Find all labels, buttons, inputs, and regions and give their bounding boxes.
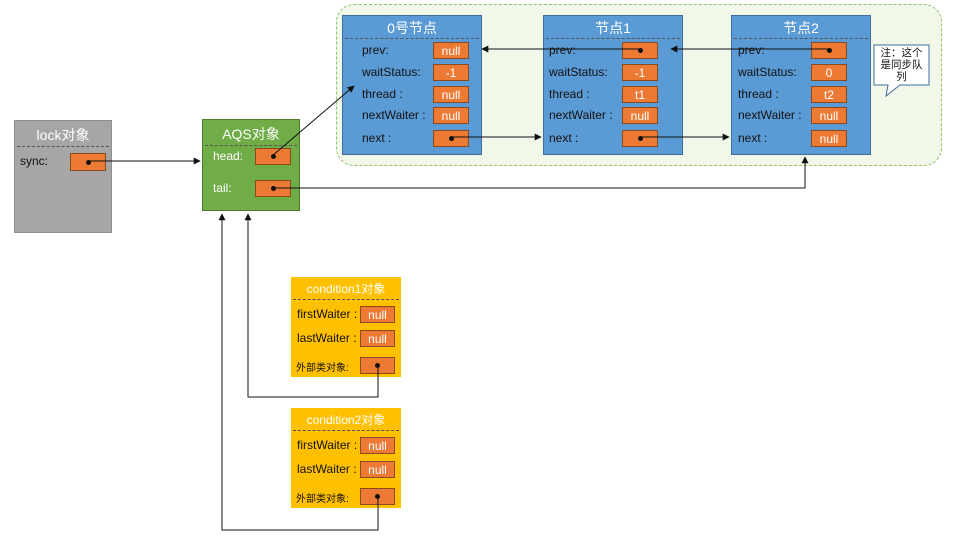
condition-2-outer-slot <box>360 488 395 505</box>
pointer-dot <box>375 363 380 368</box>
node-0-waitstatus-slot: -1 <box>433 64 469 81</box>
note-line-3: 列 <box>896 71 907 83</box>
condition-2-firstwaiter-slot: null <box>360 437 395 454</box>
node-2-thread-slot: t2 <box>811 86 847 103</box>
condition-1-outer-slot <box>360 357 395 374</box>
nextwaiter-label: nextWaiter : <box>362 108 426 122</box>
lastwaiter-label: lastWaiter : <box>297 331 357 345</box>
node-0-next-slot <box>433 130 469 147</box>
lock-object-title: lock对象 <box>36 127 90 143</box>
next-label: next : <box>738 131 768 145</box>
prev-label: prev: <box>362 43 389 57</box>
divider <box>17 146 109 147</box>
tail-label: tail: <box>213 181 232 195</box>
pointer-dot <box>85 159 91 165</box>
aqs-object-title: AQS对象 <box>222 126 280 142</box>
node-2-title: 节点2 <box>783 20 819 36</box>
node-1-waitstatus-slot: -1 <box>622 64 658 81</box>
note-callout: 注：这个 是同步队 列 <box>874 47 929 83</box>
node-0-thread-slot: null <box>433 86 469 103</box>
divider <box>345 38 479 39</box>
head-label: head: <box>213 149 244 163</box>
node-2-nextwaiter-slot: null <box>811 107 847 124</box>
lastwaiter-label: lastWaiter : <box>297 462 357 476</box>
sync-slot <box>70 153 106 171</box>
next-label: next : <box>362 131 392 145</box>
thread-label: thread : <box>549 87 590 101</box>
pointer-dot <box>637 136 643 141</box>
lock-object: lock对象 sync: <box>14 120 112 233</box>
next-label: next : <box>549 131 579 145</box>
pointer-dot <box>448 136 454 141</box>
waitstatus-label: waitStatus: <box>738 65 797 79</box>
node-1: 节点1 prev: waitStatus: -1 thread : t1 nex… <box>543 15 683 155</box>
thread-label: thread : <box>362 87 403 101</box>
firstwaiter-label: firstWaiter : <box>297 307 358 321</box>
outer-object-label: 外部类对象: <box>296 494 349 505</box>
prev-label: prev: <box>549 43 576 57</box>
head-slot <box>255 148 291 165</box>
prev-label: prev: <box>738 43 765 57</box>
pointer-dot <box>826 48 832 53</box>
node-1-next-slot <box>622 130 658 147</box>
condition-1-title: condition1对象 <box>306 282 386 296</box>
pointer-dot <box>375 494 380 499</box>
node-2-next-slot: null <box>811 130 847 147</box>
aqs-object: AQS对象 head: tail: <box>202 119 300 211</box>
condition-2-lastwaiter-slot: null <box>360 461 395 478</box>
outer-object-label: 外部类对象: <box>296 363 349 374</box>
sync-label: sync: <box>20 154 49 168</box>
note-line-2: 是同步队 <box>880 59 923 71</box>
divider <box>734 38 868 39</box>
divider <box>205 145 297 146</box>
thread-label: thread : <box>738 87 779 101</box>
node-2-waitstatus-slot: 0 <box>811 64 847 81</box>
waitstatus-label: waitStatus: <box>362 65 421 79</box>
divider <box>293 299 399 300</box>
node-1-nextwaiter-slot: null <box>622 107 658 124</box>
tail-slot <box>255 180 291 197</box>
condition-2: condition2对象 firstWaiter : null lastWait… <box>291 408 401 508</box>
condition-2-title: condition2对象 <box>306 413 386 427</box>
node-1-title: 节点1 <box>595 20 631 36</box>
condition-1-firstwaiter-slot: null <box>360 306 395 323</box>
divider <box>546 38 680 39</box>
node-0-prev-slot: null <box>433 42 469 59</box>
pointer-dot <box>270 154 276 159</box>
node-1-thread-slot: t1 <box>622 86 658 103</box>
waitstatus-label: waitStatus: <box>549 65 608 79</box>
pointer-dot <box>270 186 276 191</box>
nextwaiter-label: nextWaiter : <box>738 108 802 122</box>
node-0-nextwaiter-slot: null <box>433 107 469 124</box>
divider <box>293 430 399 431</box>
node-2-prev-slot <box>811 42 847 59</box>
node-0-title: 0号节点 <box>387 20 437 36</box>
nextwaiter-label: nextWaiter : <box>549 108 613 122</box>
node-1-prev-slot <box>622 42 658 59</box>
note-line-1: 注：这个 <box>880 47 923 59</box>
pointer-dot <box>637 48 643 53</box>
condition-1: condition1对象 firstWaiter : null lastWait… <box>291 277 401 377</box>
node-2: 节点2 prev: waitStatus: 0 thread : t2 next… <box>731 15 871 155</box>
condition-1-lastwaiter-slot: null <box>360 330 395 347</box>
node-0: 0号节点 prev: null waitStatus: -1 thread : … <box>342 15 482 155</box>
firstwaiter-label: firstWaiter : <box>297 438 358 452</box>
